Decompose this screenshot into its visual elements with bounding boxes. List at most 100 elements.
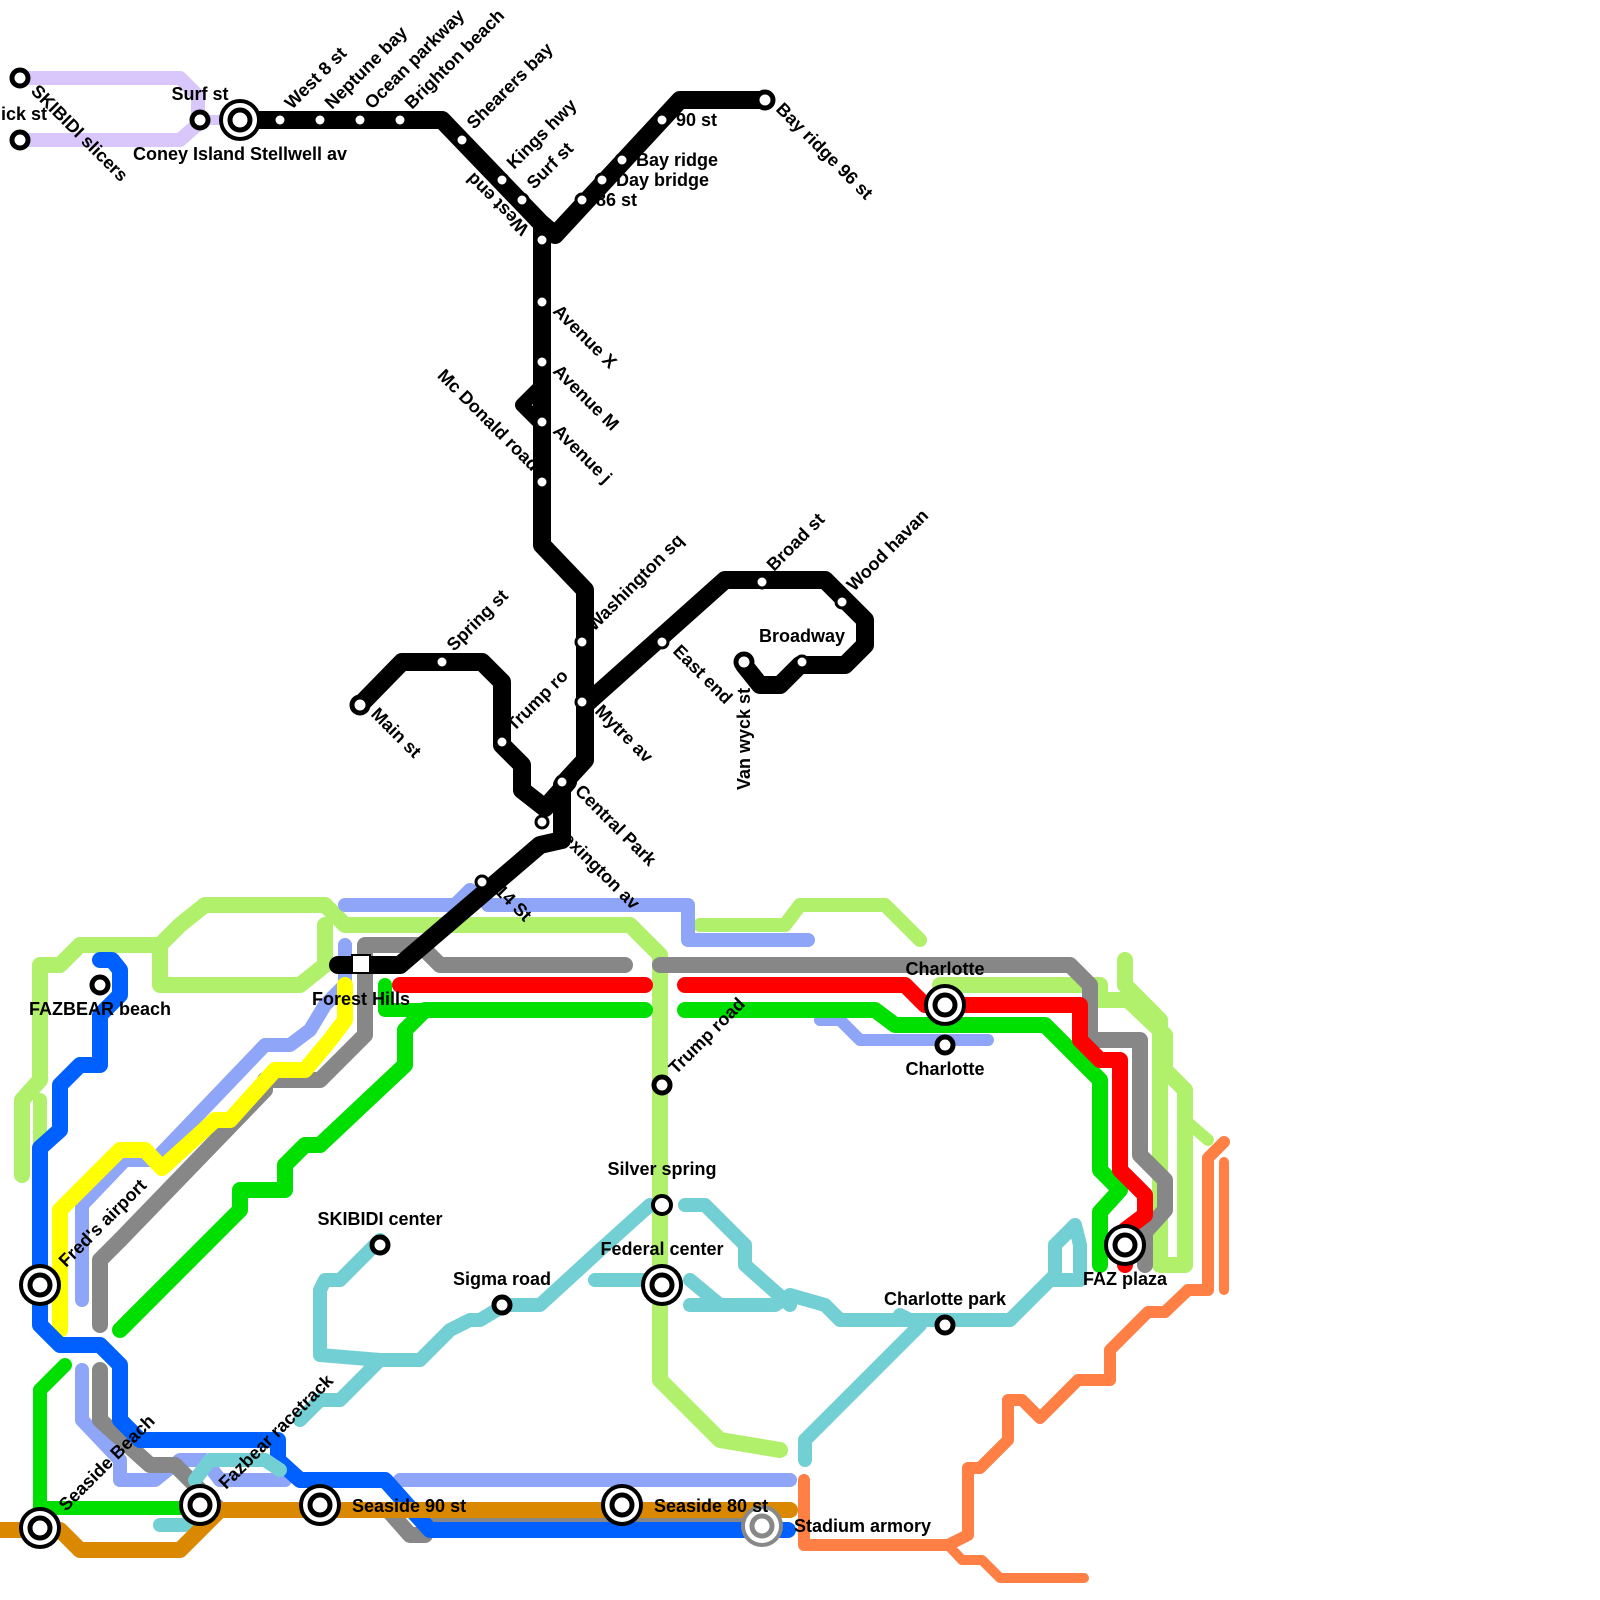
station-trump-road[interactable] <box>651 1074 673 1096</box>
station-bay-ridge[interactable] <box>614 152 630 168</box>
station-nick-st[interactable] <box>9 67 31 89</box>
station-brighton-beach[interactable] <box>392 112 408 128</box>
station-van-wyck[interactable] <box>733 651 755 673</box>
station-broadway[interactable] <box>794 654 810 670</box>
line-light-green-se[interactable] <box>1179 1114 1214 1146</box>
line-teal-2[interactable] <box>313 1233 387 1367</box>
label-faz-plaza: FAZ plaza <box>1083 1269 1168 1289</box>
station-lexington-av[interactable] <box>534 814 550 830</box>
station-forest-hills[interactable] <box>351 954 371 974</box>
station-86-st[interactable] <box>574 192 590 208</box>
station-east-end[interactable] <box>654 634 670 650</box>
line-teal-3[interactable] <box>588 1218 1087 1327</box>
line-green-s[interactable] <box>33 1358 202 1515</box>
label-seaside-80: Seaside 80 st <box>654 1496 768 1516</box>
station-wood-havan[interactable] <box>834 594 850 610</box>
label-avenue-x: Avenue X <box>549 301 621 373</box>
station-14-st[interactable] <box>474 874 490 890</box>
label-broad-st: Broad st <box>763 509 829 575</box>
station-ocean-parkway[interactable] <box>352 112 368 128</box>
station-fazbear-racetrack[interactable] <box>179 1484 221 1526</box>
label-coney-island: Coney Island Stellwell av <box>133 144 347 164</box>
line-light-green-ring[interactable] <box>932 952 1193 1273</box>
line-periwinkle[interactable] <box>338 883 815 947</box>
label-van-wyck: Van wyck st <box>734 688 754 790</box>
line-black-east[interactable] <box>576 571 874 714</box>
station-trump-ro[interactable] <box>494 734 510 750</box>
line-teal[interactable] <box>293 1198 657 1427</box>
line-periwinkle-east[interactable] <box>814 1014 994 1046</box>
label-federal-center: Federal center <box>600 1239 723 1259</box>
line-blue[interactable] <box>32 952 796 1538</box>
line-black-spur[interactable] <box>515 378 549 432</box>
station-freds-airport[interactable] <box>19 1264 61 1306</box>
station-west-end[interactable] <box>534 232 550 248</box>
station-charlotte-south[interactable] <box>934 1034 956 1056</box>
station-skibidi-center[interactable] <box>369 1234 391 1256</box>
station-main-st[interactable] <box>349 694 371 716</box>
line-light-green[interactable] <box>14 897 788 1458</box>
station-west-8-st[interactable] <box>272 112 288 128</box>
label-wood-havan: Wood havan <box>843 505 933 595</box>
station-sigma-road[interactable] <box>491 1294 513 1316</box>
label-fazbear-beach: FAZBEAR beach <box>29 999 171 1019</box>
station-surf-st-west[interactable] <box>189 109 211 131</box>
station-faz-plaza[interactable] <box>1104 1224 1146 1266</box>
label-spring-st: Spring st <box>443 586 512 655</box>
station-stadium-armory[interactable] <box>741 1505 783 1547</box>
label-mc-donald-road: Mc Donald road <box>434 365 544 475</box>
line-green[interactable] <box>112 1002 1128 1338</box>
station-surf-st-east[interactable] <box>514 192 530 208</box>
label-charlotte-north: Charlotte <box>905 959 984 979</box>
station-avenue-j[interactable] <box>534 414 550 430</box>
line-teal-4[interactable] <box>678 1198 797 1312</box>
line-periwinkle-sw[interactable] <box>75 938 352 1307</box>
station-90-st[interactable] <box>654 112 670 128</box>
label-stadium-armory: Stadium armory <box>794 1516 931 1536</box>
label-bay-ridge-96: Bay ridge 96 st <box>772 99 877 204</box>
line-green-fh[interactable] <box>378 978 432 1017</box>
label-nick-st: nick st <box>0 104 47 124</box>
station-day-bridge[interactable] <box>594 172 610 188</box>
line-light-green-east[interactable] <box>693 898 927 947</box>
label-main-st: Main st <box>367 704 425 762</box>
station-central-park[interactable] <box>554 774 570 790</box>
station-seaside-beach[interactable] <box>19 1507 61 1549</box>
station-seaside-80[interactable] <box>601 1484 643 1526</box>
station-kings-hwy[interactable] <box>494 172 510 188</box>
line-black-trunk[interactable] <box>329 216 594 974</box>
station-fazbear-beach[interactable] <box>89 974 111 996</box>
line-periwinkle-south[interactable] <box>75 1363 797 1487</box>
station-mytre-av[interactable] <box>574 694 590 710</box>
line-coral-branch[interactable] <box>943 1540 1089 1583</box>
station-charlotte-park[interactable] <box>934 1314 956 1336</box>
label-90-st: 90 st <box>676 110 717 130</box>
station-mc-donald-road[interactable] <box>534 474 550 490</box>
line-coral[interactable] <box>798 1136 1230 1551</box>
station-spring-st[interactable] <box>434 654 450 670</box>
station-coney-island[interactable] <box>219 99 261 141</box>
line-red[interactable] <box>392 977 1153 1273</box>
station-avenue-x[interactable] <box>534 294 550 310</box>
station-skibidi-slicers[interactable] <box>9 129 31 151</box>
line-teal-5[interactable] <box>798 1308 927 1467</box>
station-avenue-m[interactable] <box>534 354 550 370</box>
station-charlotte-north[interactable] <box>924 984 966 1026</box>
label-surf-st-west: Surf st <box>171 84 228 104</box>
line-yellow[interactable] <box>52 977 353 1338</box>
station-shearers-bay[interactable] <box>454 132 470 148</box>
label-trump-ro: Trump ro <box>503 666 572 735</box>
station-bay-ridge-96[interactable] <box>754 89 776 111</box>
station-silver-spring[interactable] <box>651 1194 673 1216</box>
station-seaside-90[interactable] <box>299 1484 341 1526</box>
station-broad-st[interactable] <box>754 574 770 590</box>
station-neptune-bay[interactable] <box>312 112 328 128</box>
label-day-bridge: Day bridge <box>616 170 709 190</box>
label-east-end: East end <box>669 641 736 708</box>
station-federal-center[interactable] <box>641 1264 683 1306</box>
label-seaside-90: Seaside 90 st <box>352 1496 466 1516</box>
line-light-green-loop[interactable] <box>152 917 333 993</box>
label-sigma-road: Sigma road <box>453 1269 551 1289</box>
station-washington-sq[interactable] <box>574 634 590 650</box>
